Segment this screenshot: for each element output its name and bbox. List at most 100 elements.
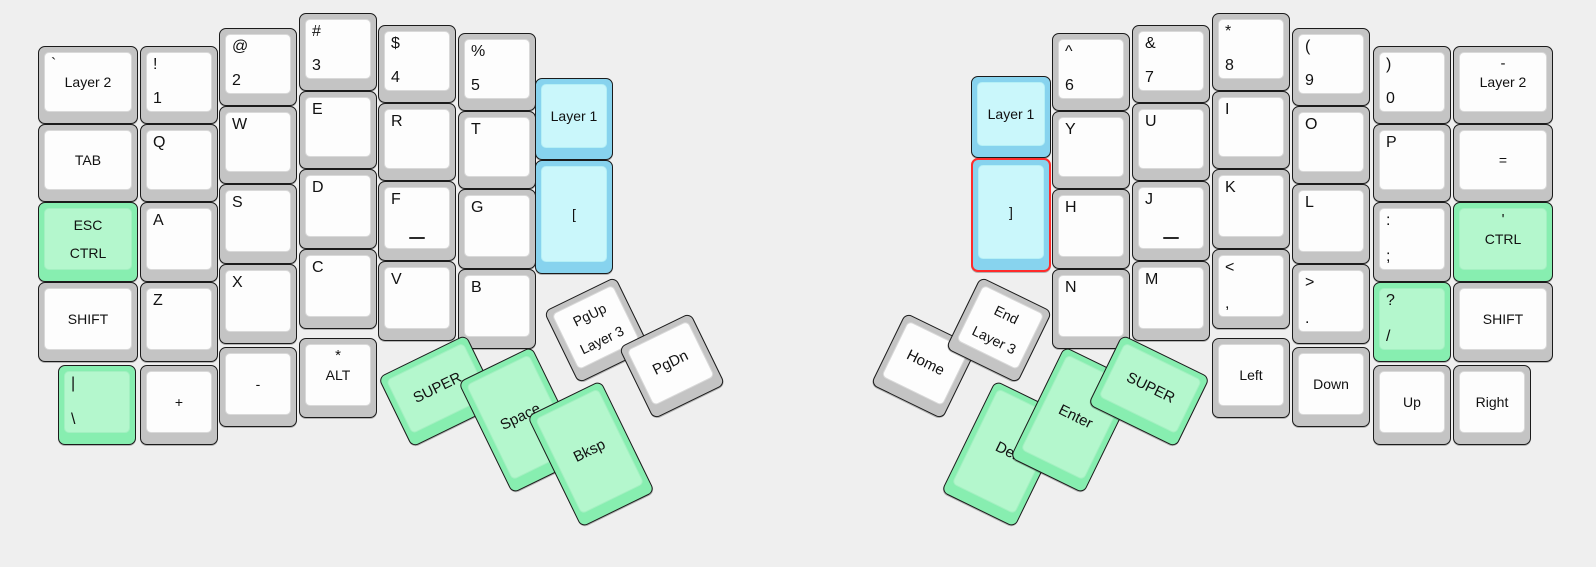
key-o[interactable]: O <box>1292 106 1370 184</box>
key-4-dollar[interactable]: $4 <box>378 25 456 103</box>
key-g[interactable]: G <box>458 189 536 269</box>
key-j[interactable]: J <box>1132 181 1210 261</box>
key-bracket-left[interactable]: [ <box>535 160 613 274</box>
key-z-upper-legend: Z <box>153 292 163 309</box>
key-layer1-left-label: Layer 1 <box>550 108 598 124</box>
key-0-paren-close[interactable]: )0 <box>1373 46 1451 124</box>
key-layer1-left[interactable]: Layer 1 <box>535 78 613 160</box>
key-layer2-minus-label: Layer 2 <box>1479 74 1527 90</box>
key-tab[interactable]: TAB <box>38 124 138 202</box>
key-f[interactable]: F <box>378 181 456 261</box>
key-slash-question-upper-legend: ? <box>1386 292 1395 309</box>
key-left-arrow-cap: Left <box>1218 344 1284 406</box>
key-f-cap: F <box>384 187 450 249</box>
key-minus-left[interactable]: - <box>219 347 297 427</box>
key-n[interactable]: N <box>1052 269 1130 349</box>
key-layer2-grave-cap: Layer 2` <box>44 52 132 112</box>
key-9-paren-open[interactable]: (9 <box>1292 28 1370 106</box>
key-m-cap: M <box>1138 267 1204 329</box>
key-shift-left[interactable]: SHIFT <box>38 282 138 362</box>
key-8-asterisk[interactable]: *8 <box>1212 13 1290 91</box>
key-layer1-right[interactable]: Layer 1 <box>971 76 1051 158</box>
key-shift-right[interactable]: SHIFT <box>1453 282 1553 362</box>
key-d[interactable]: D <box>299 169 377 249</box>
key-s[interactable]: S <box>219 184 297 264</box>
key-layer2-minus[interactable]: -Layer 2 <box>1453 46 1553 124</box>
key-k-cap: K <box>1218 175 1284 237</box>
key-1-exclaim[interactable]: !1 <box>140 46 218 124</box>
key-layer2-grave-upper-legend: ` <box>51 56 57 73</box>
key-quote-ctrl-shift-legend: ' <box>1501 211 1505 228</box>
key-period-greater[interactable]: >. <box>1292 264 1370 344</box>
key-bracket-left-cap: [ <box>541 166 607 262</box>
key-j-upper-legend: J <box>1145 191 1153 208</box>
key-x[interactable]: X <box>219 264 297 344</box>
key-shift-left-cap: SHIFT <box>44 288 132 350</box>
key-c-cap: C <box>305 255 371 317</box>
key-k[interactable]: K <box>1212 169 1290 249</box>
key-plus[interactable]: + <box>140 365 218 445</box>
key-y[interactable]: Y <box>1052 111 1130 189</box>
key-2-at-lower-legend: 2 <box>232 72 241 89</box>
key-up-arrow[interactable]: Up <box>1373 365 1451 445</box>
key-layer2-grave[interactable]: Layer 2` <box>38 46 138 124</box>
key-0-paren-close-lower-legend: 0 <box>1386 90 1395 107</box>
key-t[interactable]: T <box>458 111 536 189</box>
key-slash-question[interactable]: ?/ <box>1373 282 1451 362</box>
key-bracket-right[interactable]: ] <box>971 158 1051 272</box>
key-left-arrow[interactable]: Left <box>1212 338 1290 418</box>
key-3-hash[interactable]: #3 <box>299 13 377 91</box>
key-h[interactable]: H <box>1052 189 1130 269</box>
key-u-cap: U <box>1138 109 1204 169</box>
key-a[interactable]: A <box>140 202 218 282</box>
key-l[interactable]: L <box>1292 184 1370 264</box>
key-bracket-right-cap: ] <box>978 165 1044 259</box>
key-quote-ctrl-label: CTRL <box>1484 231 1522 247</box>
key-g-upper-legend: G <box>471 199 484 216</box>
key-pipe-backslash[interactable]: |\ <box>58 365 136 445</box>
key-2-at[interactable]: @2 <box>219 28 297 106</box>
key-alt-asterisk[interactable]: *ALT <box>299 338 377 418</box>
key-layer1-left-cap: Layer 1 <box>541 84 607 148</box>
key-p[interactable]: P <box>1373 124 1451 202</box>
key-d-upper-legend: D <box>312 179 324 196</box>
key-z[interactable]: Z <box>140 282 218 362</box>
key-equals[interactable]: = <box>1453 124 1553 202</box>
key-comma-less[interactable]: <, <box>1212 249 1290 329</box>
key-quote-ctrl[interactable]: ' CTRL <box>1453 202 1553 282</box>
key-v[interactable]: V <box>378 261 456 341</box>
key-down-arrow[interactable]: Down <box>1292 347 1370 427</box>
key-w[interactable]: W <box>219 106 297 184</box>
key-layer1-right-cap: Layer 1 <box>977 82 1045 146</box>
key-5-percent[interactable]: %5 <box>458 33 536 111</box>
key-g-cap: G <box>464 195 530 257</box>
key-c[interactable]: C <box>299 249 377 329</box>
key-w-cap: W <box>225 112 291 172</box>
key-comma-less-upper-legend: < <box>1225 259 1235 276</box>
key-e[interactable]: E <box>299 91 377 169</box>
key-8-asterisk-lower-legend: 8 <box>1225 57 1234 74</box>
key-i-cap: I <box>1218 97 1284 157</box>
key-shift-left-label: SHIFT <box>67 311 109 327</box>
key-i[interactable]: I <box>1212 91 1290 169</box>
key-u[interactable]: U <box>1132 103 1210 181</box>
key-esc-ctrl-label-line2: CTRL <box>69 245 107 261</box>
key-l-cap: L <box>1298 190 1364 252</box>
key-6-caret[interactable]: ^6 <box>1052 33 1130 111</box>
key-comma-less-lower-legend: , <box>1225 295 1230 312</box>
key-period-greater-lower-legend: . <box>1305 310 1310 327</box>
key-minus-left-cap: - <box>225 353 291 415</box>
key-right-arrow[interactable]: Right <box>1453 365 1531 445</box>
key-right-arrow-label: Right <box>1475 394 1509 410</box>
key-7-ampersand[interactable]: &7 <box>1132 25 1210 103</box>
key-m[interactable]: M <box>1132 261 1210 341</box>
key-b[interactable]: B <box>458 269 536 349</box>
key-o-cap: O <box>1298 112 1364 172</box>
key-p-cap: P <box>1379 130 1445 190</box>
key-down-arrow-cap: Down <box>1298 353 1364 415</box>
key-q[interactable]: Q <box>140 124 218 202</box>
key-semicolon-colon[interactable]: :; <box>1373 202 1451 282</box>
key-5-percent-cap: %5 <box>464 39 530 99</box>
key-r[interactable]: R <box>378 103 456 181</box>
